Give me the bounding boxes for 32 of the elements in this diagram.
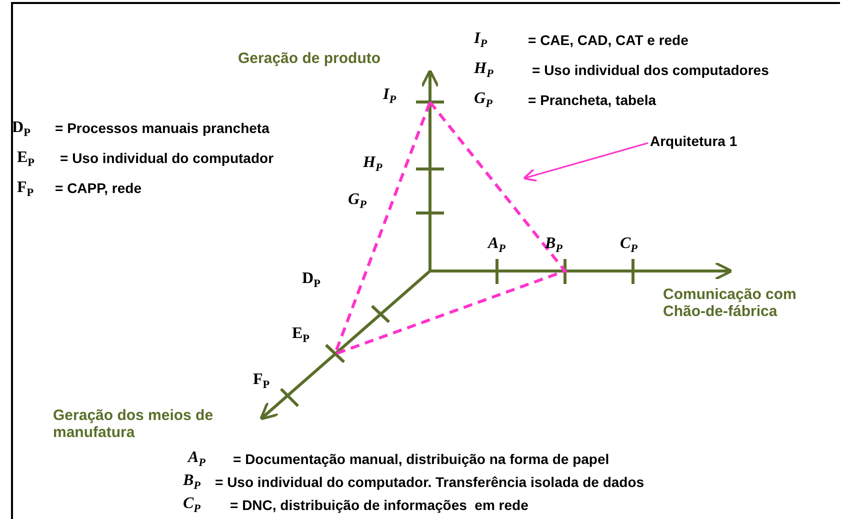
symbol-label: B$_{P}$ <box>545 235 563 256</box>
symbol-label: E$_{P}$ <box>292 325 310 346</box>
symbol-label: F$_{P}$ <box>253 371 270 392</box>
symbol-label: C$_{P}$ <box>620 235 638 256</box>
definition-text: = Uso individual do computador <box>60 150 274 166</box>
symbol-label: E$_{P}$ <box>17 149 35 170</box>
symbol-label: G$_{P}$ <box>348 191 366 212</box>
symbol-label: A$_{P}$ <box>488 235 506 256</box>
symbol-label: D$_{P}$ <box>302 270 320 290</box>
axis-title: Geração dos meios de manufatura <box>53 407 214 441</box>
definition-text: = Uso individual do computador. Transferência isolada de dados <box>215 474 644 490</box>
symbol-label: C$_{P}$ <box>183 495 201 516</box>
symbol-label: B$_{P}$ <box>183 472 201 492</box>
axis-title: Comunicação com Chão-de-fábrica <box>663 286 798 320</box>
definition-text: = Processos manuais prancheta <box>55 120 270 136</box>
definition-text: = CAE, CAD, CAT e rede <box>528 32 688 48</box>
symbol-label: D$_{P}$ <box>12 119 30 140</box>
definition-text: = Prancheta, tabela <box>528 92 656 108</box>
definition-text: = Uso individual dos computadores <box>532 62 769 78</box>
definition-text: = Documentação manual, distribuição na forma de papel <box>233 451 610 467</box>
symbol-label: H$_{P}$ <box>474 60 494 80</box>
symbol-label: I$_{P}$ <box>383 86 396 106</box>
symbol-label: G$_{P}$ <box>474 90 492 110</box>
symbol-label: A$_{P}$ <box>188 449 206 470</box>
axis-title: Geração de produto <box>238 50 382 67</box>
symbol-label: I$_{P}$ <box>474 30 488 50</box>
leader-arrow <box>522 142 648 182</box>
definition-text: = CAPP, rede <box>55 180 142 196</box>
annotation-text: Arquitetura 1 <box>650 133 738 149</box>
definition-text: = DNC, distribuição de informações em rede <box>230 497 528 513</box>
symbol-label: H$_{P}$ <box>363 154 382 174</box>
symbol-label: F$_{P}$ <box>17 179 34 200</box>
